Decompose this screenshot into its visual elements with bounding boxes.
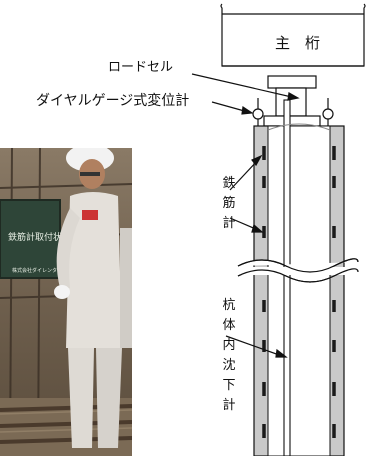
- main-girder: [220, 3, 366, 67]
- settlement-gauge-label-1: 杭: [222, 298, 236, 313]
- rebar-gauge-label-3: 計: [222, 216, 236, 231]
- main-girder-label: 主 桁: [275, 34, 321, 52]
- settlement-gauge-label-6: 計: [222, 398, 236, 413]
- rebar-gauge-label-2: 筋: [222, 196, 236, 211]
- leader-lines: [191, 73, 300, 358]
- break-lines: [237, 258, 359, 283]
- pile-body: [253, 99, 345, 456]
- settlement-gauge-label-2: 体: [222, 318, 236, 333]
- sign-text: 鉄筋計取付状況: [8, 231, 71, 243]
- rebar-gauge-label: 鉄 筋 計: [220, 174, 238, 234]
- settlement-gauge-label-3: 内: [222, 338, 236, 353]
- settlement-gauge-label-5: 下: [222, 378, 236, 393]
- sign-subtext: 株式会社ダイレンター: [12, 267, 62, 274]
- site-photo: 鉄筋計取付状況 株式会社ダイレンター: [0, 148, 132, 456]
- load-cell-label: ロードセル: [108, 60, 174, 75]
- dial-gauge-right: [322, 98, 334, 126]
- dial-gauge-label: ダイヤルゲージ式変位計: [36, 93, 190, 109]
- settlement-gauge-label-4: 沈: [222, 358, 236, 373]
- dial-gauge-left: [252, 98, 264, 126]
- rebar-gauge-label-1: 鉄: [222, 176, 236, 191]
- settlement-gauge-label: 杭 体 内 沈 下 計: [220, 296, 238, 416]
- load-cell: [263, 75, 321, 127]
